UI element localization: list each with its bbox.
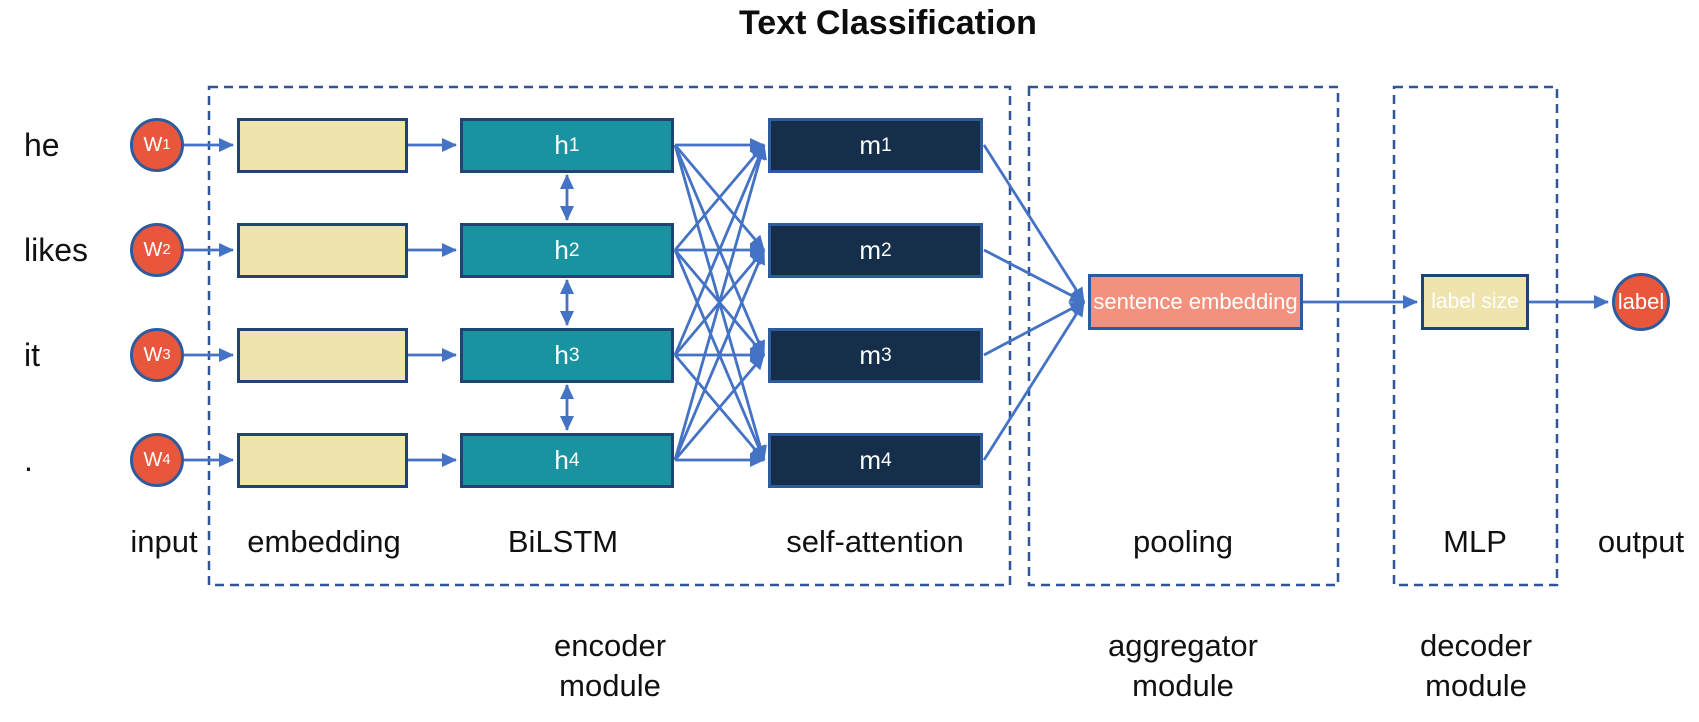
node-label-base: h: [554, 340, 569, 370]
node-label-subscript: 4: [880, 449, 892, 471]
arrow-line: [673, 354, 766, 461]
arrow-line: [673, 144, 766, 251]
node-label-base: W: [143, 133, 163, 156]
module-label-aggregator: aggregator module: [1108, 626, 1258, 706]
encoder-module-outline: [207, 85, 1012, 587]
embedding-box: [237, 223, 408, 278]
input-word: likes: [24, 232, 89, 268]
node-label-base: h: [554, 235, 569, 265]
arrow-line: [983, 248, 1085, 304]
module-label-line: module: [559, 668, 661, 703]
diagram-title: Text Classification: [739, 4, 1037, 42]
node-label-base: m: [859, 340, 881, 370]
sentence-embedding-label: sentence embedding: [1093, 289, 1298, 314]
output-label-node: label: [1612, 273, 1670, 331]
module-label-decoder: decoder module: [1420, 626, 1532, 706]
stage-label-embedding: embedding: [247, 524, 401, 559]
label-size-label: label size: [1431, 290, 1519, 313]
node-label-subscript: 4: [162, 452, 171, 468]
module-label-line: encoder: [553, 628, 667, 663]
output-label-text: label: [1617, 289, 1665, 314]
input-word: .: [24, 442, 33, 478]
node-label-base: W: [143, 343, 163, 366]
stage-label-self_attention: self-attention: [786, 524, 964, 559]
node-label-base: m: [859, 445, 881, 475]
input-word: it: [24, 337, 40, 373]
module-label-line: decoder: [1419, 628, 1533, 663]
module-label-line: aggregator: [1108, 628, 1258, 663]
module-label-line: module: [1425, 668, 1527, 703]
embedding-box: [237, 433, 408, 488]
label-size-box: label size: [1421, 274, 1529, 330]
decoder-module-outline: [1392, 85, 1559, 587]
aggregator-module-outline: [1027, 85, 1340, 587]
node-label-subscript: 2: [880, 239, 892, 261]
stage-label-mlp: MLP: [1443, 524, 1507, 559]
node-label-subscript: 4: [568, 449, 580, 471]
stage-label-input: input: [130, 524, 198, 559]
node-label-subscript: 3: [880, 344, 892, 366]
node-label-subscript: 1: [162, 137, 171, 153]
node-label-subscript: 3: [568, 344, 580, 366]
node-label-base: m: [859, 130, 881, 160]
node-label-subscript: 2: [162, 242, 171, 258]
arrow-line: [673, 144, 767, 461]
node-label-base: h: [554, 445, 569, 475]
node-label-base: W: [143, 448, 163, 471]
arrow-line: [982, 144, 1086, 303]
sentence-embedding-box: sentence embedding: [1088, 274, 1303, 330]
module-label-encoder: encoder module: [554, 626, 666, 706]
arrow-line: [673, 249, 766, 461]
node-label-subscript: 1: [880, 134, 892, 156]
stage-label-bilstm: BiLSTM: [507, 524, 619, 559]
stage-label-pooling: pooling: [1133, 524, 1233, 559]
node-label-base: m: [859, 235, 881, 265]
node-label-subscript: 2: [568, 239, 580, 261]
stage-label-output: output: [1597, 524, 1685, 559]
module-label-line: module: [1132, 668, 1234, 703]
arrow-line: [983, 300, 1085, 357]
embedding-box: [237, 118, 408, 173]
node-label-subscript: 1: [568, 134, 580, 156]
embedding-box: [237, 328, 408, 383]
input-word: he: [24, 127, 60, 163]
node-label-subscript: 3: [162, 347, 171, 363]
node-label-base: W: [143, 238, 163, 261]
arrow-line: [673, 144, 766, 356]
node-label-base: h: [554, 130, 569, 160]
arrow-line: [982, 301, 1086, 461]
